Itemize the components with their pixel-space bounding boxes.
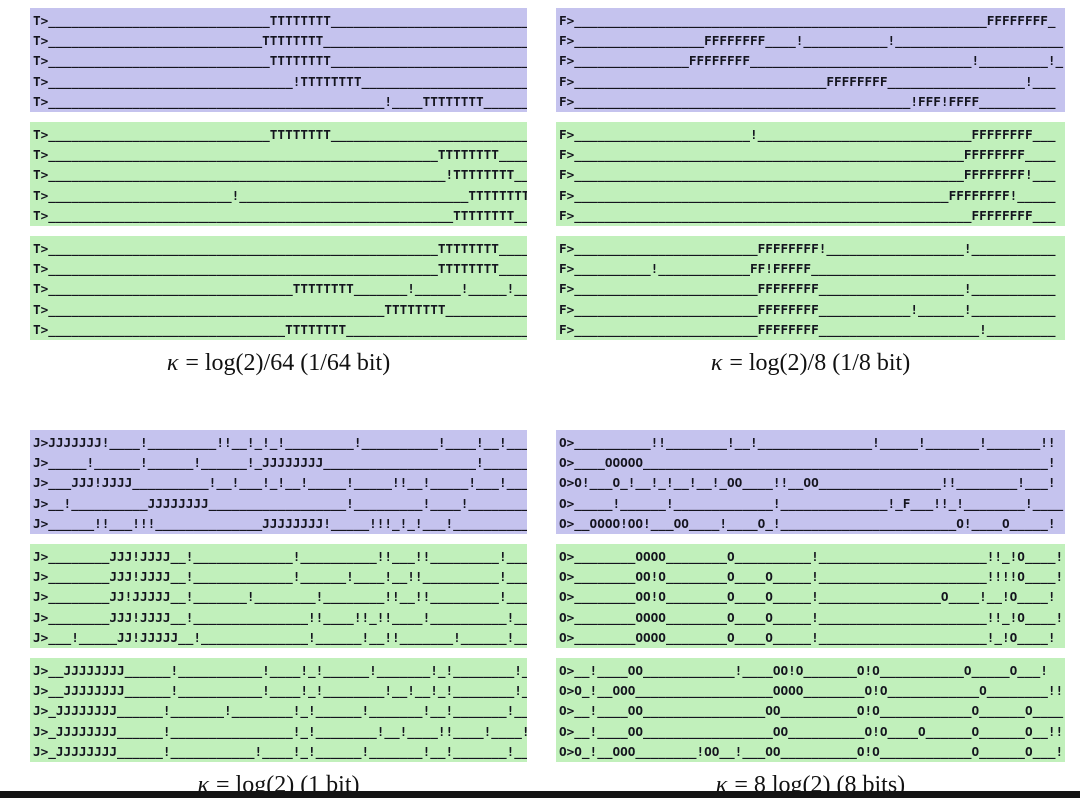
- panel-kappa-log2: J>JJJJJJJ!____!_________!!__!_!_!_______…: [30, 430, 527, 802]
- sequence-block-green: F>________________________FFFFFFFF!_____…: [556, 236, 1065, 340]
- sequence-line: O>____OOOOO_____________________________…: [559, 455, 1056, 471]
- sequence-line: O>O_!__OOO________!OO__!___OO__________O…: [559, 743, 1064, 759]
- sequence-line: T>________________________!_____________…: [33, 187, 527, 203]
- sequence-block-green: J>________JJJ!JJJJ__!_____________!_____…: [30, 544, 527, 648]
- sequence-line: O>O_!__OOO__________________OOOO________…: [559, 683, 1064, 699]
- sequence-line: J>_JJJJJJJJ______!___________!____!_!___…: [33, 743, 527, 759]
- sequence-block-purple: F>______________________________________…: [556, 8, 1065, 112]
- panel-caption: κ= log(2)/8 (1/8 bit): [556, 350, 1065, 380]
- sequence-line: T>______________________________________…: [33, 93, 527, 109]
- sequence-line: T>______________________________________…: [33, 207, 527, 223]
- sequence-line: O>__!____OO________________OO__________O…: [559, 703, 1064, 719]
- sequence-line: J>___!_____JJ!JJJJJ__!______________!___…: [33, 629, 527, 645]
- sequence-line: F>__________!____________FF!FFFFF_______…: [559, 261, 1056, 277]
- sequence-block-green: O>________OOOO________O__________!______…: [556, 544, 1065, 648]
- sequence-line: J>________JJJ!JJJJ__!_______________!!__…: [33, 609, 527, 625]
- sequence-line: O>_____!______!_____________!___________…: [559, 495, 1064, 511]
- sequence-line: F>______________________________________…: [559, 13, 1056, 28]
- sequence-line: J>________JJJ!JJJJ__!_____________!_____…: [33, 569, 527, 585]
- sequence-line: O>__________!!________!__!______________…: [559, 435, 1056, 450]
- sequence-line: J>_JJJJJJJJ______!_______!________!_!___…: [33, 703, 527, 719]
- sequence-line: F>_________________FFFFFFFF____!________…: [559, 33, 1064, 49]
- sequence-line: O>__!____OO_________________OO__________…: [559, 723, 1064, 739]
- caption-text: = log(2)/8 (1/8 bit): [729, 350, 911, 376]
- sequence-line: F>______________________________________…: [559, 187, 1056, 203]
- sequence-block-green: F>_______________________!______________…: [556, 122, 1065, 226]
- sequence-line: T>____________________________TTTTTTTT__…: [33, 33, 527, 49]
- sequence-block-green: T>______________________________________…: [30, 236, 527, 340]
- sequence-line: F>________________________FFFFFFFF______…: [559, 321, 1056, 337]
- sequence-line: J>JJJJJJJ!____!_________!!__!_!_!_______…: [33, 435, 527, 450]
- sequence-line: O>O!___O_!__!_!__!__!_OO____!!__OO______…: [559, 475, 1056, 491]
- sequence-line: O>________OO!O________O____O_____!______…: [559, 569, 1064, 585]
- sequence-line: J>__!__________JJJJJJJJ_________________…: [33, 495, 527, 511]
- bottom-window-edge: [0, 791, 1080, 798]
- kappa-symbol: κ: [710, 350, 723, 376]
- sequence-line: J>________JJJ!JJJJ__!_____________!_____…: [33, 549, 527, 564]
- sequence-line: F>________________________FFFFFFFF!_____…: [559, 241, 1056, 256]
- panel-kappa-log2-over-8: F>______________________________________…: [556, 8, 1065, 380]
- sequence-line: J>_JJJJJJJJ______!________________!_!___…: [33, 723, 527, 739]
- sequence-line: T>________________________________TTTTTT…: [33, 281, 527, 297]
- panel-kappa-8log2: O>__________!!________!__!______________…: [556, 430, 1065, 802]
- caption-text: = log(2)/64 (1/64 bit): [185, 350, 391, 376]
- sequence-block-green: J>__JJJJJJJJ______!___________!____!_!__…: [30, 658, 527, 762]
- sequence-line: T>________________________________!TTTTT…: [33, 73, 527, 89]
- sequence-block-green: O>__!____OO____________!____OO!O_______O…: [556, 658, 1065, 762]
- sequence-line: T>_____________________________TTTTTTTT_…: [33, 127, 527, 142]
- sequence-block-purple: T>_____________________________TTTTTTTT_…: [30, 8, 527, 112]
- sequence-block-purple: J>JJJJJJJ!____!_________!!__!_!_!_______…: [30, 430, 527, 534]
- sequence-line: F>______________________________________…: [559, 147, 1056, 163]
- sequence-line: F>________________________FFFFFFFF______…: [559, 301, 1056, 317]
- figure-grid: T>_____________________________TTTTTTTT_…: [30, 8, 1065, 802]
- sequence-line: T>______________________________________…: [33, 301, 527, 317]
- sequence-line: J>___JJJ!JJJJ__________!__!___!_!__!____…: [33, 475, 527, 491]
- sequence-block-purple: O>__________!!________!__!______________…: [556, 430, 1065, 534]
- sequence-line: O>________OO!O________O____O_____!______…: [559, 589, 1056, 605]
- sequence-line: J>_____!______!______!______!_JJJJJJJJ__…: [33, 455, 527, 471]
- sequence-line: O>__OOOO!OO!___OO____!____O_!___________…: [559, 515, 1056, 531]
- sequence-block-green: T>_____________________________TTTTTTTT_…: [30, 122, 527, 226]
- sequence-line: J>________JJ!JJJJJ__!_______!________!__…: [33, 589, 527, 605]
- sequence-line: O>__!____OO____________!____OO!O_______O…: [559, 663, 1048, 678]
- sequence-line: J>__JJJJJJJJ______!___________!____!_!__…: [33, 663, 527, 678]
- sequence-line: J>__JJJJJJJJ______!___________!____!_!__…: [33, 683, 527, 699]
- kappa-symbol: κ: [197, 772, 209, 798]
- sequence-line: F>_______________________!______________…: [559, 127, 1056, 142]
- sequence-line: T>_____________________________TTTTTTTT_…: [33, 13, 527, 28]
- panel-caption: κ= log(2)/64 (1/64 bit): [30, 350, 527, 380]
- sequence-line: F>_________________________________FFFFF…: [559, 73, 1056, 89]
- sequence-line: O>________OOOO________O____O_____!______…: [559, 629, 1056, 645]
- sequence-line: T>_____________________________TTTTTTTT_…: [33, 53, 527, 69]
- sequence-line: F>_______________FFFFFFFF_______________…: [559, 53, 1064, 69]
- sequence-line: T>______________________________________…: [33, 241, 527, 256]
- sequence-line: F>______________________________________…: [559, 207, 1056, 223]
- sequence-line: T>______________________________________…: [33, 167, 527, 183]
- sequence-line: O>________OOOO________O__________!______…: [559, 549, 1064, 564]
- sequence-line: T>_______________________________TTTTTTT…: [33, 321, 527, 337]
- sequence-line: F>______________________________________…: [559, 93, 1056, 109]
- sequence-line: F>______________________________________…: [559, 167, 1056, 183]
- panel-kappa-log2-over-64: T>_____________________________TTTTTTTT_…: [30, 8, 527, 380]
- sequence-line: O>________OOOO________O____O_____!______…: [559, 609, 1064, 625]
- sequence-line: F>________________________FFFFFFFF______…: [559, 281, 1056, 297]
- sequence-line: T>______________________________________…: [33, 147, 527, 163]
- kappa-symbol: κ: [166, 350, 179, 376]
- sequence-line: J>______!!___!!!______________JJJJJJJJ!_…: [33, 515, 527, 531]
- sequence-line: T>______________________________________…: [33, 261, 527, 277]
- kappa-symbol: κ: [715, 772, 728, 798]
